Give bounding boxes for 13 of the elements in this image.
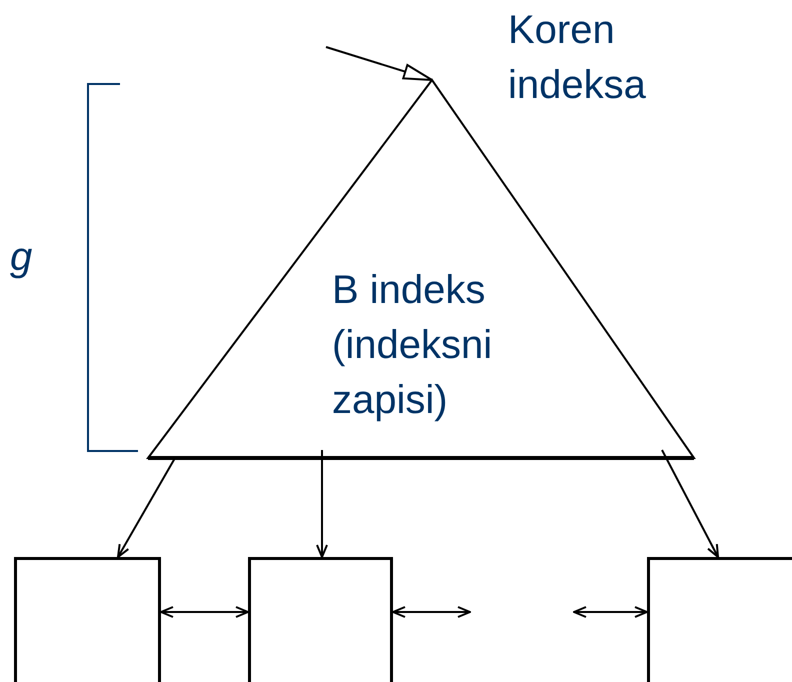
page-box: [248, 557, 393, 682]
arrow: [661, 450, 719, 558]
page-box: [647, 557, 792, 682]
arrow: [392, 606, 471, 618]
page-box: [14, 557, 161, 682]
arrow: [316, 450, 328, 558]
arrow: [573, 606, 648, 618]
arrow: [160, 606, 249, 618]
arrow: [117, 458, 176, 558]
height-label: g: [10, 234, 32, 281]
node-label: B indeks (indeksni zapisi): [332, 267, 494, 424]
arrow: [326, 46, 433, 81]
root-label: Koren indeksa: [508, 7, 647, 109]
